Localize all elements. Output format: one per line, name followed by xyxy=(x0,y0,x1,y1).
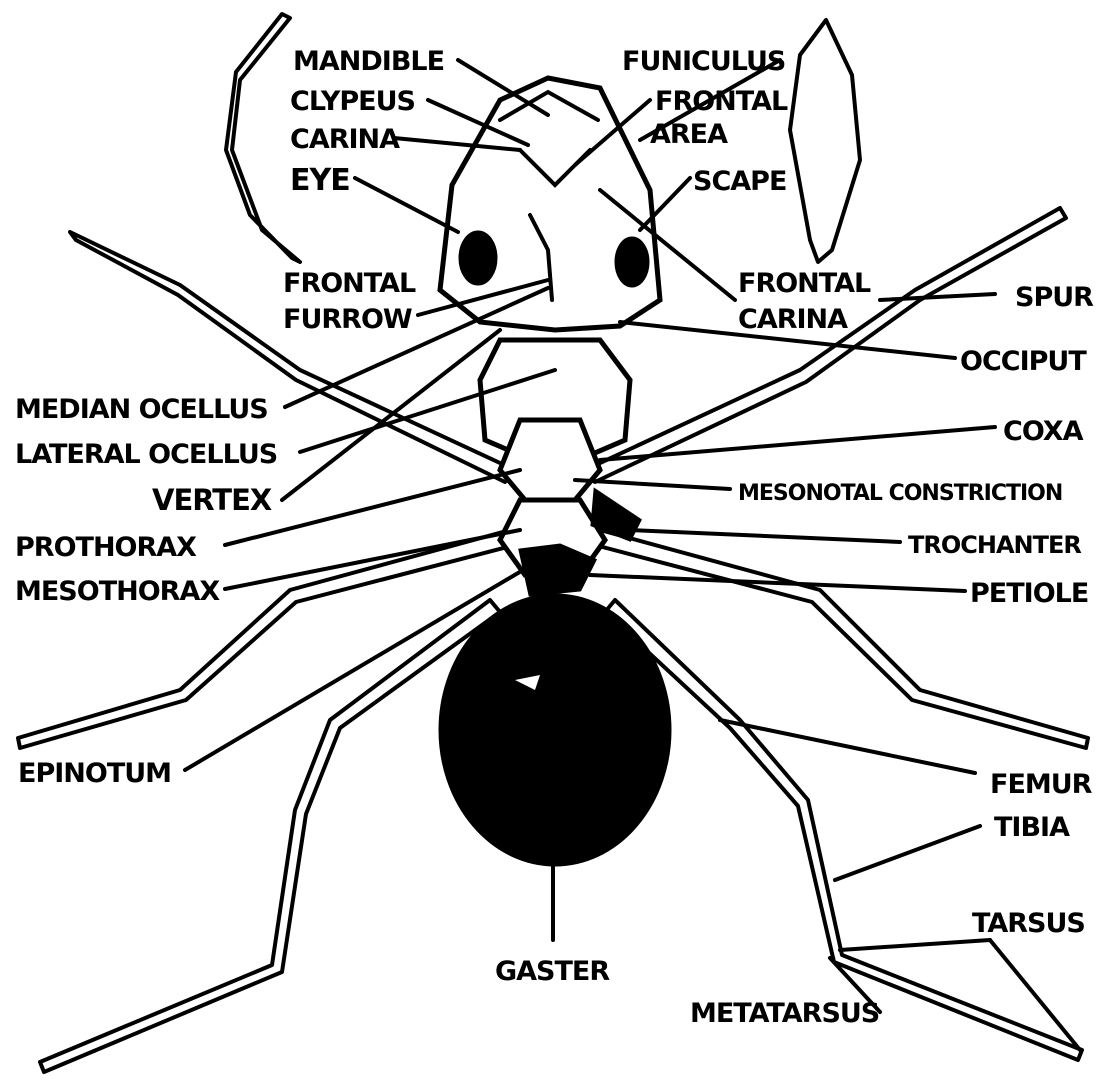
label-gaster: GASTER xyxy=(495,956,610,987)
gaster-abdomen xyxy=(440,595,670,865)
label-frontal-area-line2: AREA xyxy=(650,119,728,150)
label-eye: EYE xyxy=(290,163,350,198)
label-median-ocellus: MEDIAN OCELLUS xyxy=(15,394,268,425)
label-lateral-ocellus: LATERAL OCELLUS xyxy=(15,439,277,470)
label-spur: SPUR xyxy=(1015,282,1094,313)
label-metatarsus: METATARSUS xyxy=(690,998,879,1029)
mesothorax-segment xyxy=(500,420,600,500)
label-carina: CARINA xyxy=(290,124,400,155)
label-epinotum: EPINOTUM xyxy=(18,758,171,789)
label-prothorax: PROTHORAX xyxy=(15,532,197,563)
right-compound-eye xyxy=(616,238,648,286)
label-femur: FEMUR xyxy=(990,769,1093,800)
label-vertex: VERTEX xyxy=(152,483,272,517)
label-scape: SCAPE xyxy=(693,166,786,197)
left-compound-eye xyxy=(460,232,496,284)
leg-hind-left xyxy=(40,600,500,1072)
label-tibia: TIBIA xyxy=(994,812,1070,843)
label-clypeus: CLYPEUS xyxy=(290,86,415,117)
label-frontal-furrow-line1: FRONTAL xyxy=(283,268,416,299)
left-antenna xyxy=(226,14,300,262)
label-coxa: COXA xyxy=(1003,416,1084,447)
label-frontal-carina-line2: CARINA xyxy=(738,304,848,335)
label-tarsus: TARSUS xyxy=(972,908,1085,939)
label-frontal-carina-line1: FRONTAL xyxy=(738,268,871,299)
label-petiole: PETIOLE xyxy=(970,578,1088,609)
label-mesothorax: MESOTHORAX xyxy=(15,576,220,607)
label-occiput: OCCIPUT xyxy=(960,346,1087,377)
label-mandible: MANDIBLE xyxy=(293,46,444,77)
label-funiculus: FUNICULUS xyxy=(622,46,785,77)
label-mesonotal-constriction: MESONOTAL CONSTRICTION xyxy=(738,481,1062,506)
right-antenna xyxy=(790,20,860,262)
label-frontal-area-line1: FRONTAL xyxy=(655,86,788,117)
label-trochanter: TROCHANTER xyxy=(908,531,1081,559)
label-frontal-furrow-line2: FURROW xyxy=(283,304,412,335)
